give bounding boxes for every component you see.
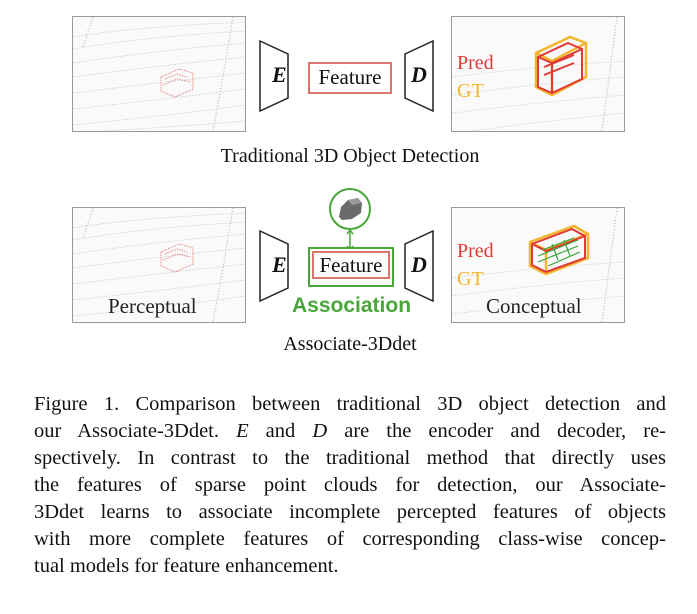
encoder-label-top: E bbox=[272, 62, 287, 87]
caption-line: spectively. In contrast to the tradition… bbox=[34, 447, 666, 469]
caption-line: tual models for feature enhancement. bbox=[34, 555, 339, 577]
gt-label-top: GT bbox=[457, 80, 484, 102]
decoder-label-bottom: D bbox=[411, 252, 427, 277]
top-row-title: Traditional 3D Object Detection bbox=[220, 145, 480, 167]
feature-box-bottom: Feature bbox=[308, 247, 394, 287]
encoder-trapezoid-top bbox=[259, 40, 289, 112]
figure-caption: Figure 1. Comparison between traditional… bbox=[34, 391, 666, 580]
perceptual-label: Perceptual bbox=[108, 294, 197, 318]
encoder-trapezoid-bottom bbox=[259, 230, 289, 302]
conceptual-label: Conceptual bbox=[486, 294, 582, 318]
conceptual-car-points bbox=[537, 237, 581, 267]
pred-label-bottom: Pred bbox=[457, 240, 494, 262]
lidar-scene-input-top bbox=[72, 16, 246, 132]
lidar-points-icon bbox=[73, 208, 245, 322]
lidar-points-icon bbox=[73, 17, 245, 131]
gt-label-bottom: GT bbox=[457, 268, 484, 290]
lidar-scene-input-bottom bbox=[72, 207, 246, 323]
caption-line: our Associate-3Ddet. E and D are the enc… bbox=[34, 420, 666, 442]
pred-label-top: Pred bbox=[457, 52, 494, 74]
association-label: Association bbox=[292, 294, 412, 317]
car-model-icon bbox=[329, 188, 371, 230]
lidar-points-icon bbox=[452, 17, 624, 131]
caption-line: the features of sparse point clouds for … bbox=[34, 474, 666, 496]
encoder-label-bottom: E bbox=[272, 252, 287, 277]
decoder-label-top: D bbox=[411, 62, 427, 87]
pred-bounding-box bbox=[537, 41, 583, 95]
detection-output-top bbox=[451, 16, 625, 132]
decoder-trapezoid-bottom bbox=[404, 230, 434, 302]
feature-box-top: Feature bbox=[308, 62, 392, 94]
detection-output-bottom bbox=[451, 207, 625, 323]
pred-bounding-box bbox=[531, 227, 586, 274]
caption-line: 3Ddet learns to associate incomplete per… bbox=[34, 501, 666, 523]
lidar-points-icon bbox=[452, 208, 624, 322]
decoder-trapezoid-top bbox=[404, 40, 434, 112]
bottom-row-title: Associate-3Ddet bbox=[283, 333, 417, 355]
feature-label-bottom: Feature bbox=[312, 251, 390, 279]
caption-line: Figure 1. Comparison between traditional… bbox=[34, 393, 666, 415]
caption-line: with more complete features of correspon… bbox=[34, 528, 666, 550]
